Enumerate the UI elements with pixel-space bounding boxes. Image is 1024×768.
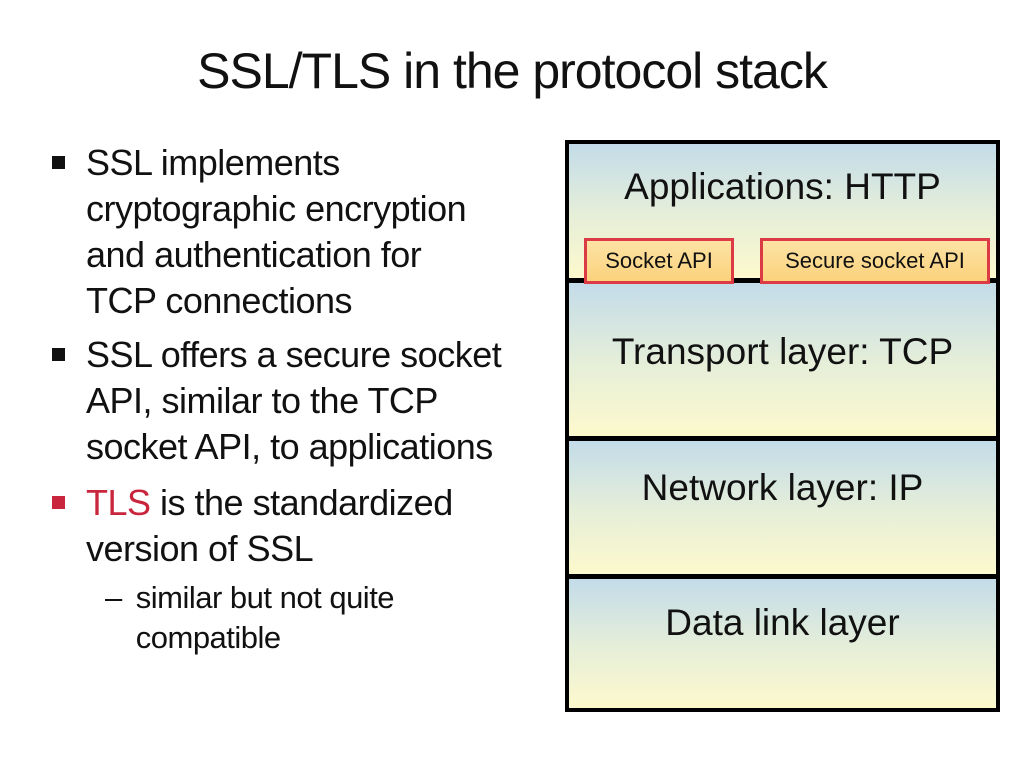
sub-bullet-line: compatible (135, 620, 281, 655)
bullet-text: SSL implements cryptographic encryption … (86, 140, 467, 324)
bullet-line: API, similar to the TCP (86, 380, 438, 421)
socket-api-box: Socket API (584, 238, 734, 284)
bullet-item-3: TLS is the standardized version of SSL (52, 480, 562, 572)
protocol-stack-diagram: Applications: HTTP Transport layer: TCP … (565, 140, 1000, 712)
bullet-square-icon (52, 156, 65, 169)
bullet-line: SSL implements (86, 142, 340, 183)
bullet-square-icon (52, 348, 65, 361)
layer-network: Network layer: IP (569, 436, 996, 574)
layer-label: Applications: HTTP (624, 166, 941, 207)
bullet-line: version of SSL (86, 528, 314, 569)
bullet-line: and authentication for (86, 234, 422, 275)
layer-label: Transport layer: TCP (611, 331, 954, 372)
bullet-line: socket API, to applications (86, 426, 493, 467)
sub-bullet-item: – similar but not quite compatible (105, 578, 562, 658)
layer-label: Data link layer (665, 602, 900, 643)
bullet-item-1: SSL implements cryptographic encryption … (52, 140, 562, 324)
bullet-line: TLS is the standardized (86, 482, 453, 523)
bullet-text: TLS is the standardized version of SSL (86, 480, 453, 572)
sub-bullet-text: similar but not quite compatible (135, 578, 395, 658)
layer-label: Network layer: IP (641, 467, 924, 508)
bullet-square-icon (52, 496, 65, 509)
sub-bullet-line: similar but not quite (135, 580, 395, 615)
bullet-text: SSL offers a secure socket API, similar … (86, 332, 502, 470)
bullet-line: cryptographic encryption (86, 188, 467, 229)
layer-transport: Transport layer: TCP (569, 278, 996, 436)
bullet-line: SSL offers a secure socket (86, 334, 502, 375)
secure-socket-api-box: Secure socket API (760, 238, 990, 284)
bullet-list: SSL implements cryptographic encryption … (52, 140, 562, 658)
bullet-item-2: SSL offers a secure socket API, similar … (52, 332, 562, 470)
layer-datalink: Data link layer (569, 574, 996, 708)
bullet-line: TCP connections (86, 280, 352, 321)
dash-icon: – (105, 580, 122, 615)
slide-title: SSL/TLS in the protocol stack (197, 43, 828, 99)
tls-highlight: TLS (86, 482, 151, 523)
